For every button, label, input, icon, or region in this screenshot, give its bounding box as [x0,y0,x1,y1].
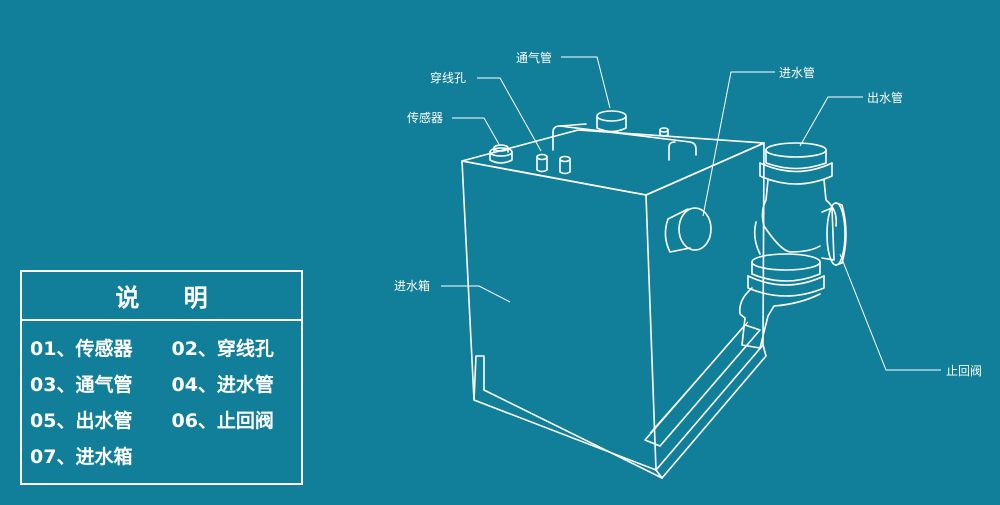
callout-outlet-pipe: 出水管 [867,90,903,105]
sensor-fitting [489,144,513,164]
inlet-tank-body [461,129,767,479]
callout-inlet-tank: 进水箱 [394,278,430,293]
legend-row: 05、出水管 06、止回阀 [30,401,301,437]
legend-item-vent-pipe: 03、通气管 [30,373,133,396]
inlet-pipe [664,207,712,253]
callout-lines [441,56,941,371]
vent-pipe [596,110,627,133]
legend-item-check-valve: 06、止回阀 [171,409,274,432]
top-knob [659,127,669,137]
callout-check-valve: 止回阀 [946,364,982,378]
legend-box: 说 明 01、传感器 02、穿线孔 03、通气管 04、进水管 05、出水管 0… [20,270,303,485]
callout-inlet-pipe: 进水管 [779,65,815,80]
legend-title: 说 明 [22,272,301,321]
outlet-assembly [738,142,847,349]
callout-sensor: 传感器 [407,110,443,125]
legend-row: 07、进水箱 [30,437,301,473]
legend-row: 03、通气管 04、进水管 [30,365,301,401]
legend-item-cable-hole: 02、穿线孔 [171,337,274,360]
legend-item-sensor: 01、传感器 [30,337,133,360]
legend-row: 01、传感器 02、穿线孔 [30,329,301,365]
cable-hole-fittings [536,153,571,175]
lifting-handle [552,123,697,161]
legend-item-inlet-tank: 07、进水箱 [30,445,133,468]
callout-cable-hole: 穿线孔 [430,70,466,85]
legend-item-outlet-pipe: 05、出水管 [30,409,133,432]
legend-item-inlet-pipe: 04、进水管 [171,373,274,396]
callout-vent-pipe: 通气管 [516,50,552,65]
legend-list: 01、传感器 02、穿线孔 03、通气管 04、进水管 05、出水管 06、止回… [22,321,301,473]
